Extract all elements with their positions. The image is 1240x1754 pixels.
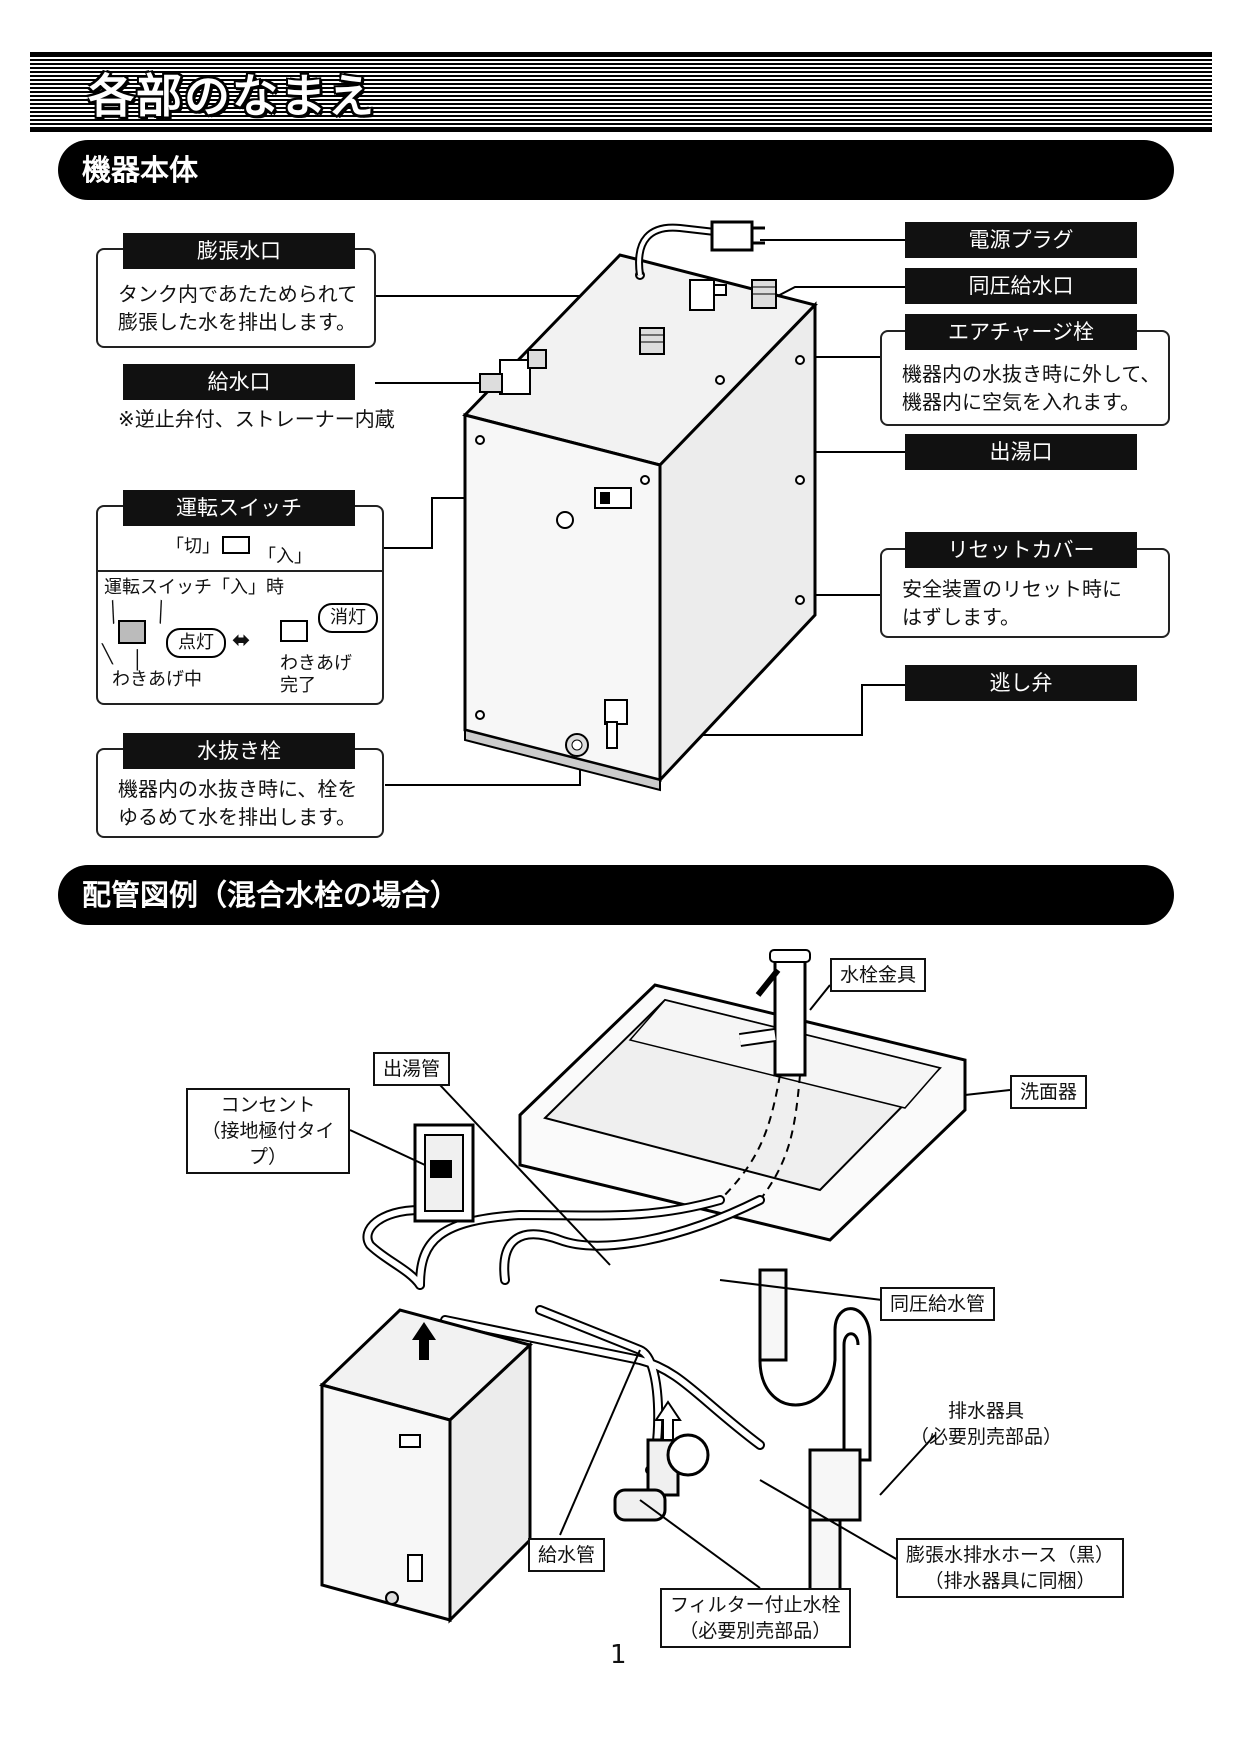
run-switch-divider bbox=[96, 570, 384, 572]
switch-unlit-icon bbox=[280, 620, 308, 642]
page-number: 1 bbox=[610, 1640, 627, 1670]
piping-leaders bbox=[349, 984, 1011, 1589]
expansion-hose-label-line1: 膨張水排水ホース（黒） bbox=[906, 1544, 1115, 1566]
drain-plug-desc-2: ゆるめて水を排出します。 bbox=[118, 805, 356, 829]
arrow-up-filled bbox=[412, 1322, 436, 1360]
stop-valve-label-line2: （必要別売部品） bbox=[679, 1620, 832, 1642]
title-band bbox=[30, 52, 1212, 132]
run-switch-label: 運転スイッチ bbox=[123, 490, 355, 526]
power-plug-label: 電源プラグ bbox=[905, 222, 1137, 258]
lit-badge: 点灯 bbox=[166, 628, 226, 658]
same-pressure-inlet-label: 同圧給水口 bbox=[905, 268, 1137, 304]
outlet-label-line2: （接地極付タイプ） bbox=[201, 1120, 335, 1168]
supply-pipe-label: 給水管 bbox=[528, 1538, 606, 1572]
stop-valve-illustration bbox=[613, 1433, 710, 1522]
reset-cover-label: リセットカバー bbox=[905, 532, 1137, 568]
expansion-outlet-label: 膨張水口 bbox=[123, 233, 355, 269]
switch-off-text: 「切」 bbox=[166, 536, 220, 557]
glow-mark-icon: ╲ bbox=[102, 644, 113, 665]
double-arrow-icon: ⬌ bbox=[232, 628, 251, 653]
expansion-hose-label: 膨張水排水ホース（黒） （排水器具に同梱） bbox=[896, 1538, 1125, 1598]
air-charge-desc-2: 機器内に空気を入れます。 bbox=[902, 390, 1140, 414]
drain-fixture-label: 排水器具 （必要別売部品） bbox=[910, 1398, 1062, 1450]
faucet-body bbox=[773, 953, 807, 1077]
glow-mark-icon: │ bbox=[132, 650, 143, 671]
switch-on-caption: 運転スイッチ「入」時 bbox=[104, 577, 284, 598]
outlet-label-line1: コンセント bbox=[220, 1094, 316, 1116]
switch-off-icon bbox=[222, 536, 250, 554]
drain-fixture-label-line2: （必要別売部品） bbox=[910, 1426, 1063, 1448]
reset-cover-illustration bbox=[556, 511, 574, 529]
reset-cover-desc-2: はずします。 bbox=[902, 605, 1020, 629]
air-charge-label: エアチャージ栓 bbox=[905, 314, 1137, 350]
stop-valve-label: フィルター付止水栓 （必要別売部品） bbox=[660, 1588, 851, 1648]
reset-cover-desc-1: 安全装置のリセット時に bbox=[902, 577, 1122, 601]
expansion-outlet-desc-1: タンク内であたためられて bbox=[118, 282, 358, 306]
basin-label: 洗面器 bbox=[1010, 1075, 1088, 1109]
relief-valve-label: 逃し弁 bbox=[905, 665, 1137, 701]
expansion-outlet-desc-2: 膨張した水を排出します。 bbox=[118, 310, 356, 334]
arrow-up-outline bbox=[654, 1400, 682, 1441]
drain-plug-desc-1: 機器内の水抜き時に、栓を bbox=[118, 777, 358, 801]
plug-illustration bbox=[710, 220, 754, 252]
faucet-label: 水栓金具 bbox=[830, 958, 927, 992]
stop-valve-label-line1: フィルター付止水栓 bbox=[670, 1594, 841, 1616]
section-heading-piping: 配管図例（混合水栓の場合） bbox=[58, 865, 1174, 925]
unlit-badge: 消灯 bbox=[318, 603, 378, 633]
unit-side-face bbox=[658, 301, 817, 784]
same-pressure-pipe-label: 同圧給水管 bbox=[880, 1287, 996, 1321]
done-text-2: 完了 bbox=[280, 675, 316, 696]
water-inlet-label: 給水口 bbox=[123, 364, 355, 400]
section-heading-body: 機器本体 bbox=[58, 140, 1174, 200]
page-title: 各部のなまえ bbox=[88, 69, 376, 123]
air-charge-desc-1: 機器内の水抜き時に外して、 bbox=[902, 362, 1161, 386]
switch-lit-icon bbox=[118, 620, 146, 644]
drain-fixture-label-line1: 排水器具 bbox=[948, 1400, 1025, 1422]
outlet-label: コンセント （接地極付タイプ） bbox=[186, 1088, 350, 1174]
done-text-1: わきあげ bbox=[280, 653, 352, 674]
switch-on-text: 「入」 bbox=[258, 546, 312, 567]
heating-text: わきあげ中 bbox=[112, 669, 202, 690]
drain-plug-label: 水抜き栓 bbox=[123, 733, 355, 769]
hot-pipe-label: 出湯管 bbox=[373, 1052, 451, 1086]
run-switch-box bbox=[96, 505, 384, 705]
water-inlet-note: ※逆止弁付、ストレーナー内蔵 bbox=[118, 407, 395, 431]
hot-outlet-label: 出湯口 bbox=[905, 434, 1137, 470]
expansion-hose-label-line2: （排水器具に同梱） bbox=[924, 1570, 1096, 1592]
